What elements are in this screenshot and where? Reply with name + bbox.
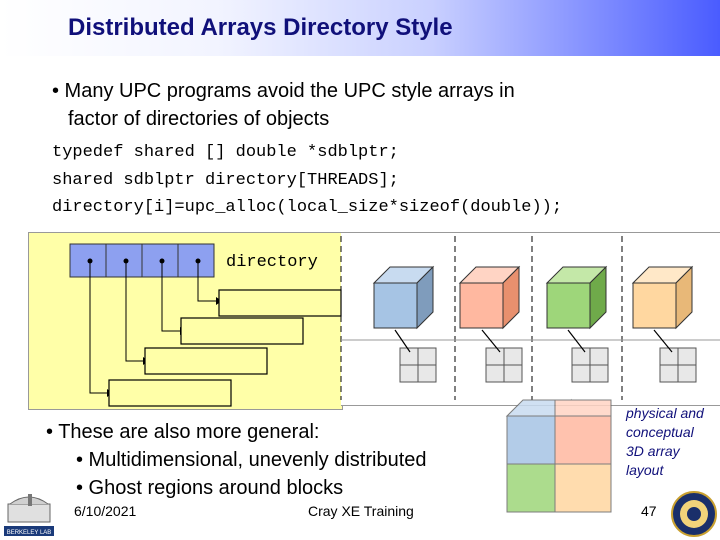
title-bar <box>0 0 720 56</box>
thread-dividers <box>340 236 623 400</box>
cube-blue <box>372 265 435 330</box>
code-line-1: typedef shared [] double *sdblptr; <box>52 143 399 162</box>
pointer-arrows <box>89 261 216 394</box>
caption-line-1: physical and <box>626 405 704 421</box>
berkeley-lab-logo: BERKELEY LAB <box>4 494 54 536</box>
caption-line-3: 3D array <box>626 443 680 459</box>
footer-center: Cray XE Training <box>308 503 414 519</box>
directory-array <box>69 243 215 278</box>
layout-caption: physical and conceptual 3D array layout <box>626 404 720 480</box>
bullet-2: • These are also more general: <box>46 421 320 443</box>
page-number: 47 <box>641 503 657 519</box>
cube-to-block-arrows <box>394 329 673 353</box>
bullet-1-line1: • Many UPC programs avoid the UPC style … <box>52 80 515 102</box>
university-seal-logo <box>671 491 717 537</box>
cube-green <box>545 265 608 330</box>
cube-red <box>458 265 521 330</box>
combined-3d-array <box>505 398 612 513</box>
slide-title: Distributed Arrays Directory Style <box>68 14 453 41</box>
cube-orange <box>631 265 694 330</box>
grey-sub-blocks <box>399 347 697 383</box>
caption-line-4: layout <box>626 462 664 478</box>
allocated-blocks <box>108 289 342 407</box>
sub-bullet-2: • Ghost regions around blocks <box>76 477 344 499</box>
svg-text:BERKELEY LAB: BERKELEY LAB <box>7 530 52 536</box>
bullet-1-line2: factor of directories of objects <box>68 108 330 130</box>
caption-line-2: conceptual <box>626 424 694 440</box>
directory-label: directory <box>226 253 318 272</box>
code-line-3: directory[i]=upc_alloc(local_size*sizeof… <box>52 198 563 217</box>
footer-date: 6/10/2021 <box>74 503 137 519</box>
code-line-2: shared sdblptr directory[THREADS]; <box>52 171 399 190</box>
sub-bullet-1: • Multidimensional, unevenly distributed <box>76 449 427 471</box>
